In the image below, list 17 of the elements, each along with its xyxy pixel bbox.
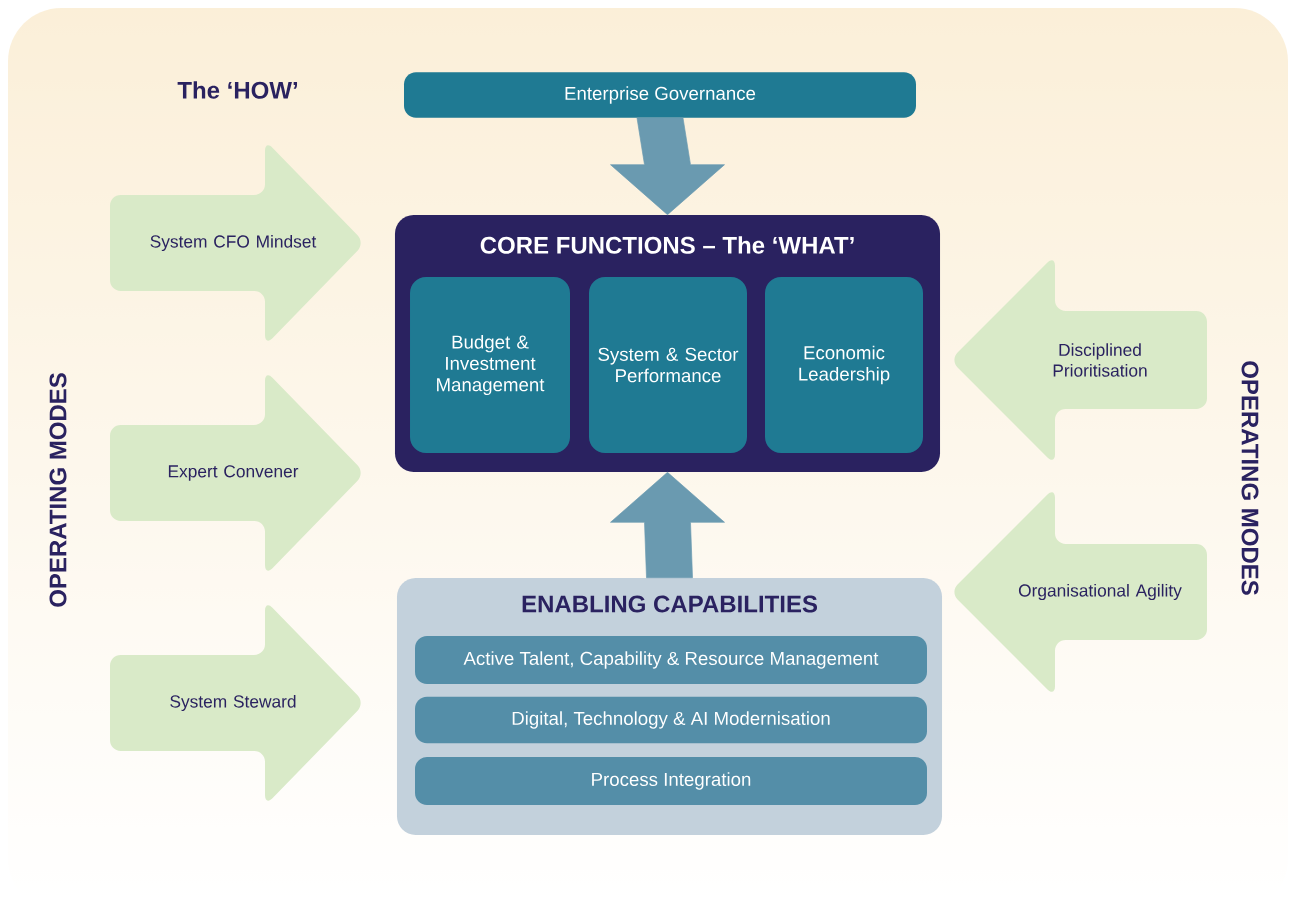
- pointer-box: System Steward: [110, 605, 361, 801]
- heading: The ‘HOW’: [177, 81, 298, 99]
- label-bar: Process Integration: [415, 757, 927, 805]
- side-heading: OPERATING MODES: [1241, 361, 1259, 595]
- function-tile: Economic Leadership: [765, 277, 923, 453]
- block-arrow: [610, 471, 725, 579]
- label-bar: Digital, Technology & AI Modernisation: [415, 696, 927, 744]
- label-bar: Active Talent, Capability & Resource Management: [415, 636, 927, 684]
- pointer-box: System CFO Mindset: [110, 145, 361, 341]
- function-tile: Budget & Investment Management: [410, 277, 570, 453]
- side-heading: OPERATING MODES: [49, 373, 67, 607]
- pointer-box: Disciplined Prioritisation: [954, 260, 1207, 460]
- function-tile: System & Sector Performance: [589, 277, 747, 453]
- label-bar: Enterprise Governance: [404, 72, 916, 118]
- block-arrow: [610, 117, 725, 216]
- pointer-box: Organisational Agility: [954, 492, 1207, 692]
- pointer-box: Expert Convener: [110, 375, 361, 571]
